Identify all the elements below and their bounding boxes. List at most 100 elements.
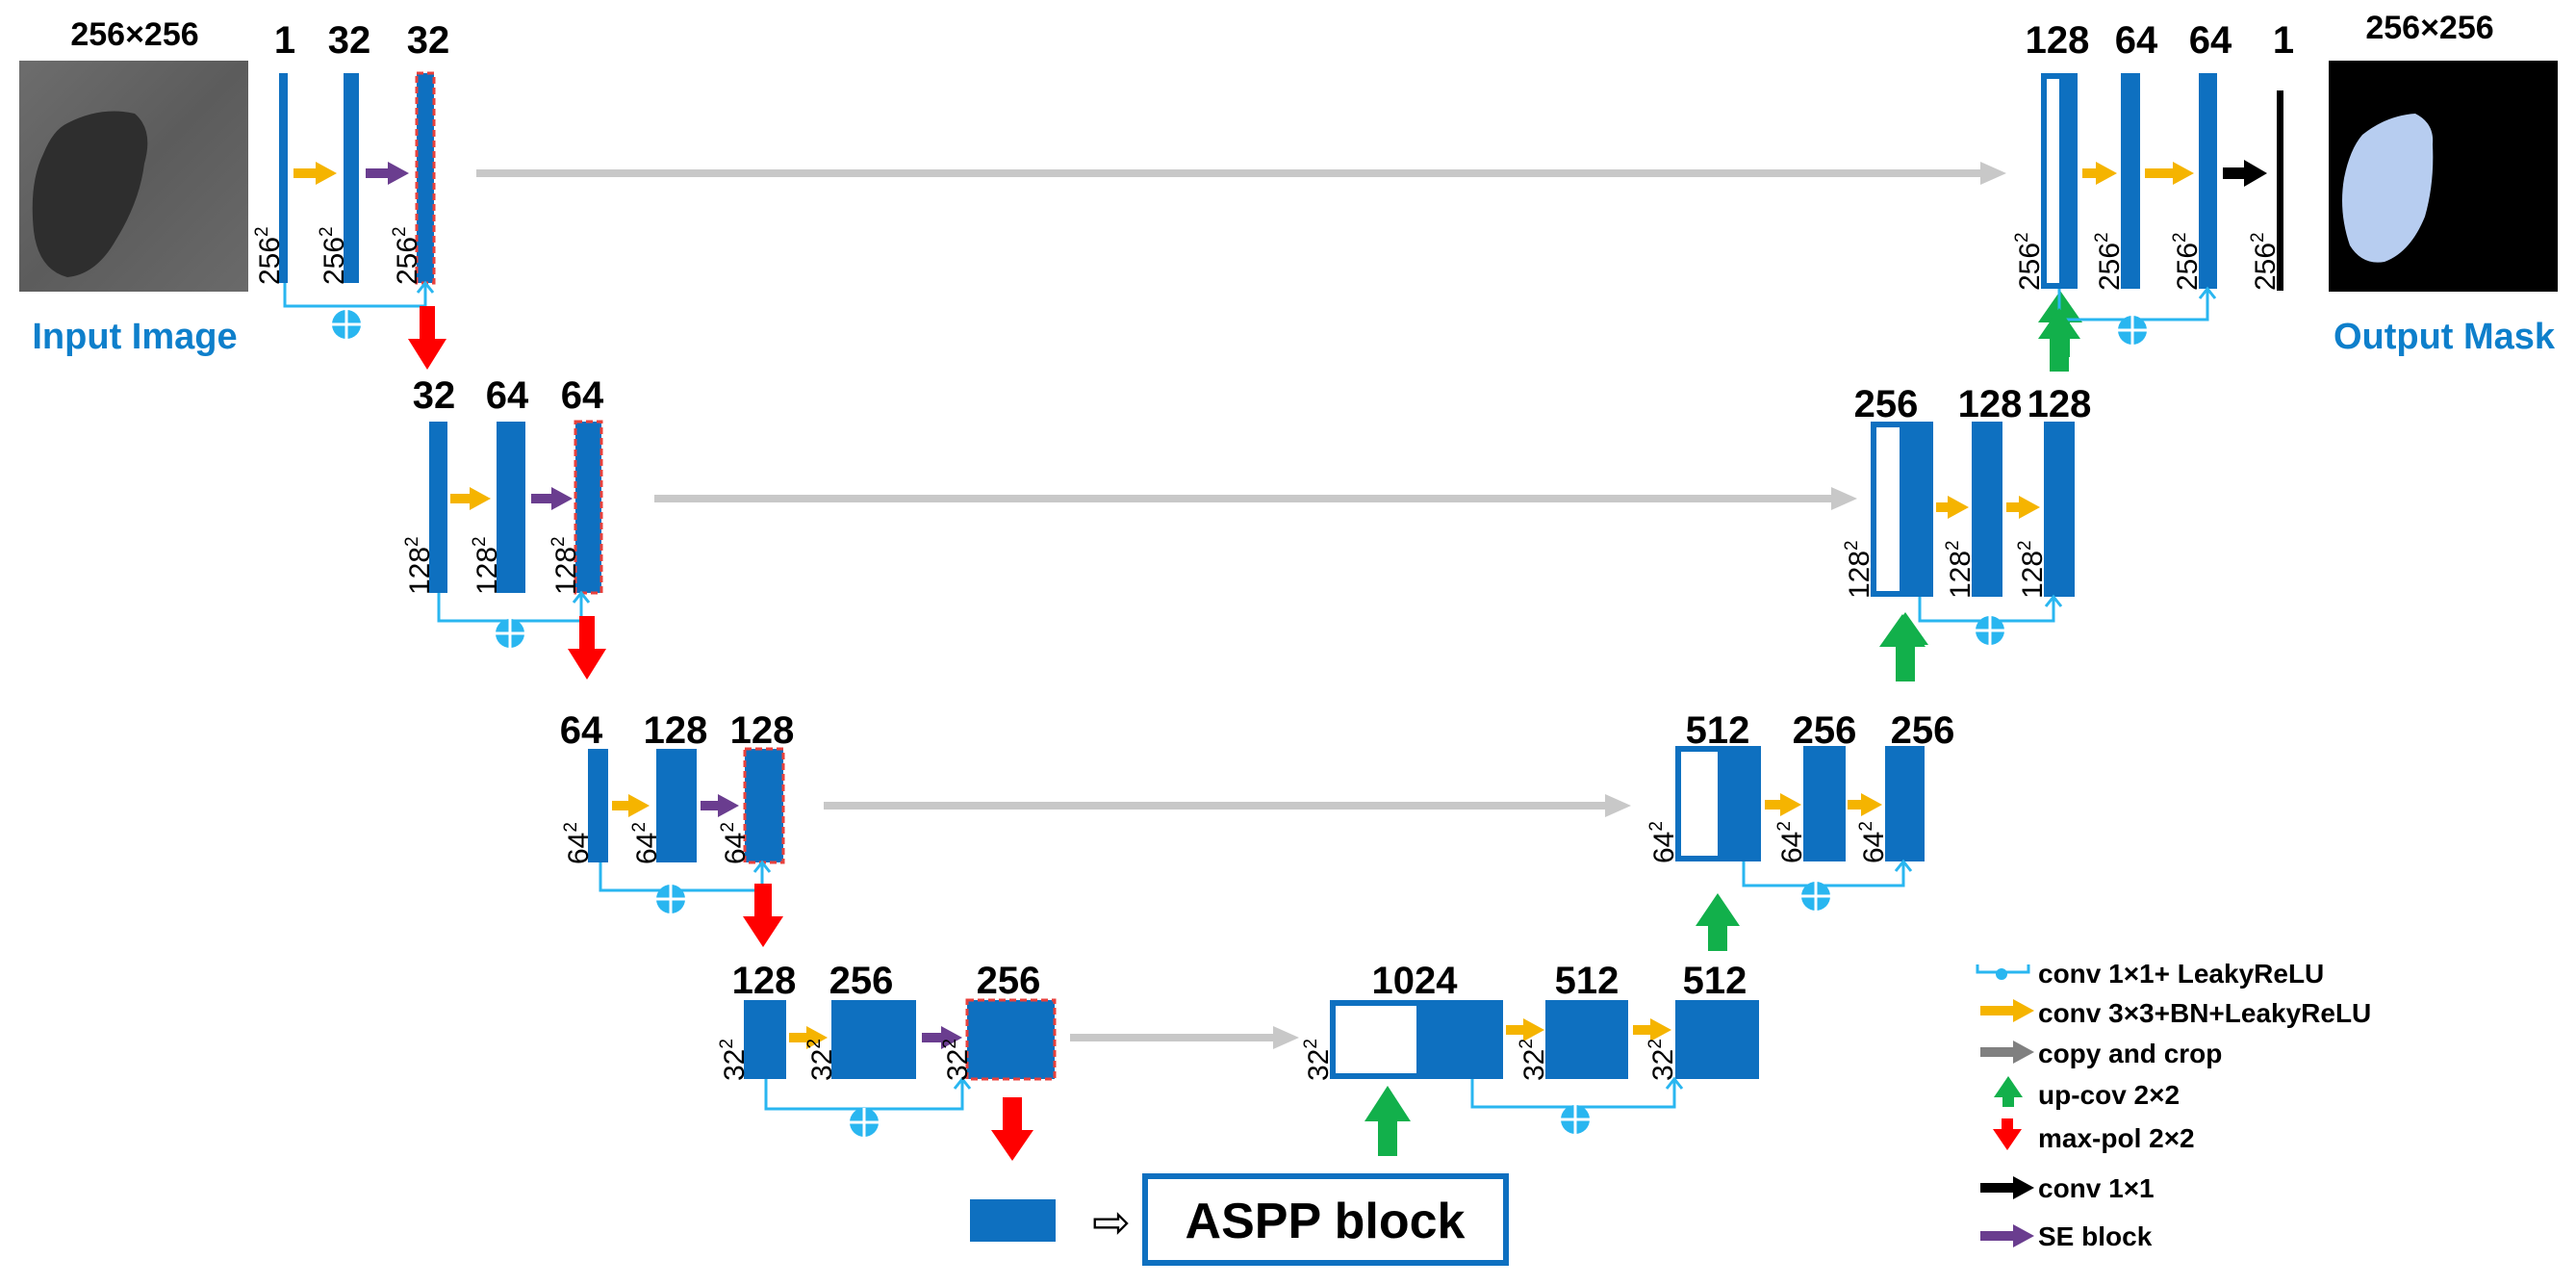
dec2-residual-path (1918, 594, 2063, 645)
enc1-residual-path (283, 280, 435, 339)
bottleneck-concat-block (1330, 1000, 1503, 1079)
aspp-block-box (1142, 1173, 1509, 1266)
green-arrow-icon (1994, 1076, 2023, 1107)
dec3-concat-block (1675, 746, 1761, 861)
dec1-block2 (2121, 73, 2140, 289)
enc1-copy-arrow (476, 162, 2006, 185)
dec3-ch3-label: 256 (1891, 709, 1955, 752)
enc2-ch2-label: 64 (486, 374, 529, 417)
enc4-block1 (744, 1000, 786, 1079)
dec1-ch4-label: 1 (2273, 19, 2294, 62)
legend-label-3: up-cov 2×2 (2038, 1080, 2180, 1110)
dec1-residual-path (2057, 286, 2217, 345)
enc2-ch3-label: 64 (561, 374, 604, 417)
enc3-ch3-label: 128 (730, 709, 795, 752)
bottleneck-dim2: 322 (1517, 1039, 1550, 1081)
bottleneck-ch2-label: 512 (1555, 960, 1620, 1002)
dec1-dim2: 2562 (2092, 232, 2126, 291)
dec3-ch2-label: 256 (1793, 709, 1857, 752)
bottleneck-conv-arrow-1 (1506, 1018, 1544, 1041)
enc3-dim1: 642 (561, 822, 595, 864)
dec1-conv-arrow-1 (2082, 162, 2117, 185)
dec3-conv-arrow-1 (1765, 793, 1801, 816)
enc1-dim1: 2562 (252, 226, 286, 285)
aspp-block-label: ASPP block (1186, 1194, 1466, 1249)
enc2-dim2: 1282 (470, 536, 503, 595)
legend-label-1: conv 3×3+BN+LeakyReLU (2038, 998, 2371, 1028)
enc3-se-arrow (701, 794, 739, 817)
dec2-upconv-arrow (1879, 614, 1926, 647)
enc2-se-arrow (531, 487, 573, 510)
dec2-block3 (2044, 422, 2075, 597)
enc4-ch1-label: 128 (732, 960, 797, 1002)
red-arrow-icon (1993, 1118, 2022, 1150)
enc4-se-arrow (922, 1026, 962, 1049)
enc2-ch1-label: 32 (413, 374, 456, 417)
dec1-ch3-label: 64 (2189, 19, 2232, 62)
dec3-dim1: 642 (1646, 821, 1680, 863)
dec2-ch2-label: 128 (1958, 383, 2023, 425)
enc3-block3 (743, 747, 785, 864)
bottleneck-upconv-arrow (1696, 893, 1740, 951)
enc2-block2 (497, 422, 525, 593)
aspp-feature-block (970, 1199, 1056, 1242)
dec3-ch1-label: 512 (1686, 709, 1750, 752)
legend-label-5: conv 1×1 (2038, 1173, 2155, 1203)
dec3-block2 (1803, 746, 1846, 861)
enc3-dim3: 642 (718, 822, 752, 864)
input-size-label: 256×256 (70, 16, 198, 53)
gray-arrow-icon (1980, 1041, 2034, 1064)
enc3-conv-arrow (612, 794, 650, 817)
enc1-ch1-label: 1 (274, 19, 295, 62)
enc4-copy-arrow (1070, 1026, 1299, 1049)
dec3-dim3: 642 (1856, 821, 1890, 863)
enc1-ch3-label: 32 (407, 19, 450, 62)
dec1-concat-block (2041, 73, 2078, 289)
bottleneck-dim3: 322 (1645, 1039, 1679, 1081)
enc4-block3 (965, 998, 1057, 1081)
legend: conv 1×1+ LeakyReLU conv 3×3+BN+LeakyReL… (1976, 959, 2371, 1251)
dec3-block3 (1885, 746, 1925, 861)
dec1-conv-arrow-2 (2145, 162, 2194, 185)
bottleneck-block3 (1675, 1000, 1759, 1079)
output-size-label: 256×256 (2365, 10, 2493, 46)
aspp-arrow-icon: ⇨ (1092, 1195, 1131, 1249)
input-image (19, 61, 248, 292)
dec2-block2 (1972, 422, 2002, 597)
dec1-ch2-label: 64 (2115, 19, 2158, 62)
enc1-conv-arrow (293, 162, 337, 185)
dec1-ch1-label: 128 (2026, 19, 2090, 62)
enc1-maxpool-arrow (408, 306, 446, 370)
enc2-dim3: 1282 (548, 536, 582, 595)
dec2-dim1: 1282 (1842, 540, 1875, 599)
enc3-dim2: 642 (629, 822, 663, 864)
dec2-conv-arrow-1 (1936, 496, 1969, 519)
conv1x1-leakyrelu-icon (1976, 964, 2030, 980)
enc4-maxpool-arrow (991, 1097, 1033, 1161)
enc2-block1 (429, 422, 447, 593)
enc1-se-arrow (366, 162, 409, 185)
legend-label-0: conv 1×1+ LeakyReLU (2038, 959, 2324, 989)
enc4-conv-arrow (789, 1026, 828, 1049)
bottleneck-conv-arrow-2 (1633, 1018, 1671, 1041)
dec1-final-conv-arrow (2223, 160, 2267, 187)
bottleneck-block2 (1545, 1000, 1628, 1079)
enc1-ch2-label: 32 (328, 19, 371, 62)
dec2-dim2: 1282 (1943, 540, 1977, 599)
enc3-maxpool-arrow (743, 884, 783, 947)
enc1-block2 (344, 73, 359, 283)
enc3-block2 (656, 749, 697, 862)
dec3-residual-path (1742, 859, 1913, 911)
enc2-maxpool-arrow (568, 616, 606, 680)
legend-label-2: copy and crop (2038, 1039, 2222, 1068)
output-mask-image (2329, 61, 2558, 292)
dec1-dim4: 2562 (2248, 232, 2282, 291)
enc3-ch2-label: 128 (644, 709, 708, 752)
enc4-dim2: 322 (804, 1039, 838, 1081)
enc2-dim1: 1282 (402, 536, 436, 595)
enc1-block1 (279, 73, 288, 283)
legend-label-4: max-pol 2×2 (2038, 1123, 2195, 1153)
bottleneck-ch1-label: 1024 (1372, 960, 1459, 1002)
enc2-copy-arrow (654, 487, 1857, 510)
